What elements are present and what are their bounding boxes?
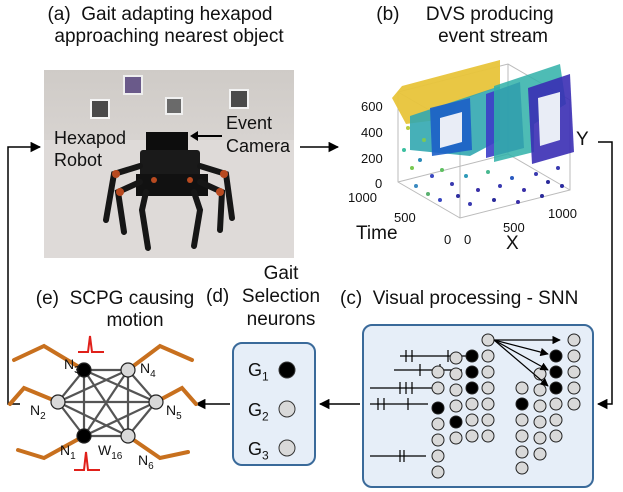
x-tick-0: 0 [464, 232, 472, 247]
label-event: Event [226, 113, 273, 133]
hexapod-photo-drawing [44, 75, 294, 258]
node-label-n5: N5 [166, 402, 182, 422]
panel-a-title: (a) Gait adapting hexapod approaching ne… [0, 4, 320, 48]
panel-d-title-line3: neurons [246, 309, 316, 330]
panel-d-title: Gait Selection neurons [236, 262, 326, 331]
label-hexapod: Hexapod [54, 128, 127, 148]
weight-label-w16: W16 [98, 442, 123, 462]
spike-marks [74, 335, 104, 471]
y-tick-0: 0 [375, 176, 383, 191]
y-tick-600: 600 [361, 99, 383, 114]
node-label-n4: N4 [140, 360, 156, 380]
node-label-n3: N3 [64, 356, 80, 376]
label-camera: Camera [226, 136, 291, 156]
x-tick-1000: 1000 [548, 206, 577, 221]
hexapod-photo [44, 70, 294, 258]
panel-d-title-line2: Selection [241, 286, 321, 307]
node-label-n6: N6 [138, 452, 154, 472]
panel-b-tag: (b) [376, 4, 400, 25]
scpg-node-n3 [76, 362, 92, 378]
gait-selection-panel [232, 342, 316, 466]
scpg-node-n1 [76, 428, 92, 444]
panel-a-tag: (a) [47, 4, 71, 25]
gait-neurons [278, 361, 296, 457]
node-label-n1: N1 [60, 442, 76, 462]
panel-c-tag: (c) [340, 288, 363, 309]
gait-neuron-g1 [278, 361, 296, 379]
event-scatter [402, 126, 564, 206]
panel-d-tag: (d) [206, 286, 230, 307]
gait-neuron-g3-label: G3 [248, 439, 269, 463]
panel-e-title: (e) SCPG causing motion [0, 288, 230, 332]
panel-c-title-text: Visual processing - SNN [372, 288, 579, 309]
node-label-n2: N2 [30, 402, 46, 422]
y-tick-200: 200 [361, 151, 383, 166]
scpg-network [8, 335, 198, 471]
axis-time-label: Time [356, 223, 398, 244]
panel-c-title: (c) Visual processing - SNN [340, 288, 578, 310]
axis-x-label: X [506, 233, 519, 254]
panel-b-title-line1: DVS producing [425, 4, 554, 25]
time-tick-0: 0 [444, 232, 452, 247]
x-tick-500: 500 [503, 220, 525, 235]
y-tick-400: 400 [361, 125, 383, 140]
gait-neuron-g1-label: G1 [248, 360, 269, 384]
scpg-node-n5 [148, 394, 164, 410]
scpg-node-n4 [120, 362, 136, 378]
time-tick-1000: 1000 [348, 190, 377, 205]
gait-neuron-g3 [278, 439, 296, 457]
panel-b-title: (b) DVS producing event stream [330, 4, 600, 48]
panel-b-title-line2: event stream [438, 26, 548, 47]
scpg-node-n6 [120, 428, 136, 444]
event-stream-blocks [392, 60, 574, 164]
scpg-node-n2 [50, 394, 66, 410]
snn-neurons [370, 333, 581, 479]
flow-arrows [7, 141, 613, 410]
panel-d-title-line1: Gait [263, 263, 299, 284]
gait-neuron-g2 [278, 400, 296, 418]
panel-e-tag: (e) [35, 288, 60, 309]
axis-y-label: Y [576, 129, 589, 150]
label-robot: Robot [54, 150, 103, 170]
gait-neuron-g2-label: G2 [248, 400, 269, 424]
panel-e-title-line1: SCPG causing [69, 288, 195, 309]
panel-a-title-line2: approaching nearest object [54, 26, 284, 47]
panel-e-title-line2: motion [106, 310, 164, 331]
time-tick-500: 500 [394, 210, 416, 225]
panel-a-title-line1: Gait adapting hexapod [81, 4, 273, 25]
